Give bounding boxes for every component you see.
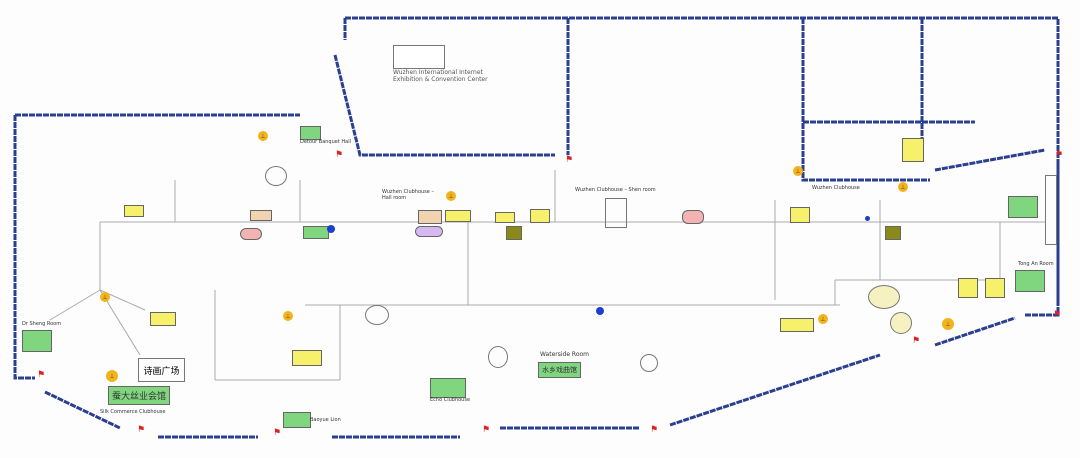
- toilet-icon: ⊥: [258, 131, 268, 141]
- flag-icon: ⚑: [273, 428, 282, 438]
- flag-icon: ⚑: [650, 425, 659, 435]
- location-bubble[interactable]: [265, 166, 287, 186]
- poem-square-box[interactable]: 诗画广场: [138, 358, 185, 382]
- green-marker[interactable]: [1008, 196, 1038, 218]
- detour-banquet-marker[interactable]: [300, 126, 322, 140]
- olive-marker[interactable]: [506, 226, 522, 240]
- silk-commerce-label: Silk Commerce Clubhouse: [100, 409, 166, 415]
- yellow-marker[interactable]: [445, 210, 471, 222]
- purple-marker[interactable]: [415, 226, 443, 237]
- tong-an-room-label: Tong An Room: [1018, 261, 1054, 267]
- toilet-icon: ⊥: [898, 182, 908, 192]
- flag-icon: ⚑: [1053, 310, 1062, 320]
- building-outline: [605, 198, 627, 228]
- wuzhen-clubhouse-hall-label: Wuzhen Clubhouse – Hall room: [382, 189, 434, 201]
- yellow-marker[interactable]: [495, 212, 515, 223]
- baoyue-lion-marker[interactable]: [283, 412, 311, 428]
- convention-center-box: [393, 45, 445, 69]
- flag-icon: ⚑: [335, 150, 344, 160]
- yellow-marker[interactable]: [124, 205, 144, 217]
- location-bubble[interactable]: [488, 346, 508, 368]
- wuzhen-clubhouse-shen-label: Wuzhen Clubhouse – Shen room: [575, 187, 656, 193]
- wuzhen-clubhouse-label: Wuzhen Clubhouse: [812, 185, 860, 191]
- tan-marker[interactable]: [418, 210, 442, 224]
- location-bubble[interactable]: [640, 354, 658, 372]
- waterside-room-label: Waterside Room: [540, 351, 590, 358]
- yellow-marker[interactable]: [530, 209, 550, 223]
- location-bubble[interactable]: [890, 312, 912, 334]
- yellow-marker[interactable]: [150, 312, 176, 326]
- toilet-icon: ⊥: [942, 318, 954, 330]
- toilet-icon: ⊥: [106, 370, 118, 382]
- flag-icon: ⚑: [912, 336, 921, 346]
- yellow-marker[interactable]: [902, 138, 924, 162]
- baoyue-lion-label: Baoyue Lion: [310, 417, 341, 423]
- toilet-icon: ⊥: [446, 191, 456, 201]
- toilet-icon: ⊥: [100, 292, 110, 302]
- building-outline: [1045, 175, 1057, 245]
- flag-icon: ⚑: [482, 425, 491, 435]
- location-bubble[interactable]: [365, 305, 389, 325]
- tan-marker[interactable]: [250, 210, 272, 221]
- blue-dot-marker: [865, 216, 870, 221]
- detour-banquet-label: Detour Banquet Hall: [300, 139, 351, 145]
- road-lines: [49, 170, 1045, 381]
- tong-an-room-marker[interactable]: [1015, 270, 1045, 292]
- yellow-marker[interactable]: [958, 278, 978, 298]
- green-marker[interactable]: [303, 226, 329, 239]
- blue-dot-marker: [596, 307, 604, 315]
- yellow-marker[interactable]: [790, 207, 810, 223]
- flag-icon: ⚑: [1055, 150, 1064, 160]
- echo-clubhouse-marker[interactable]: [430, 378, 466, 398]
- yellow-marker[interactable]: [780, 318, 814, 332]
- pink-marker[interactable]: [240, 228, 262, 240]
- dr-sheng-room-label: Dr Sheng Room: [22, 321, 62, 327]
- dr-sheng-room-marker[interactable]: [22, 330, 52, 352]
- boundary-lines: [13, 16, 1060, 439]
- blue-dot-marker: [327, 225, 335, 233]
- echo-clubhouse-label: Echo Clubhouse: [430, 397, 471, 403]
- toilet-icon: ⊥: [818, 314, 828, 324]
- location-bubble[interactable]: [868, 285, 900, 309]
- convention-center-caption: Wuzhen International Internet Exhibition…: [393, 69, 488, 83]
- toilet-icon: ⊥: [793, 166, 803, 176]
- flag-icon: ⚑: [565, 155, 574, 165]
- waterside-hall-marker[interactable]: 水乡戏曲馆: [538, 362, 581, 378]
- yellow-marker[interactable]: [985, 278, 1005, 298]
- toilet-icon: ⊥: [283, 311, 293, 321]
- pink-marker[interactable]: [682, 210, 704, 224]
- flag-icon: ⚑: [37, 370, 46, 380]
- olive-marker[interactable]: [885, 226, 901, 240]
- flag-icon: ⚑: [137, 425, 146, 435]
- yellow-marker[interactable]: [292, 350, 322, 366]
- silk-hall-marker[interactable]: 蚕大丝业会馆: [108, 386, 171, 405]
